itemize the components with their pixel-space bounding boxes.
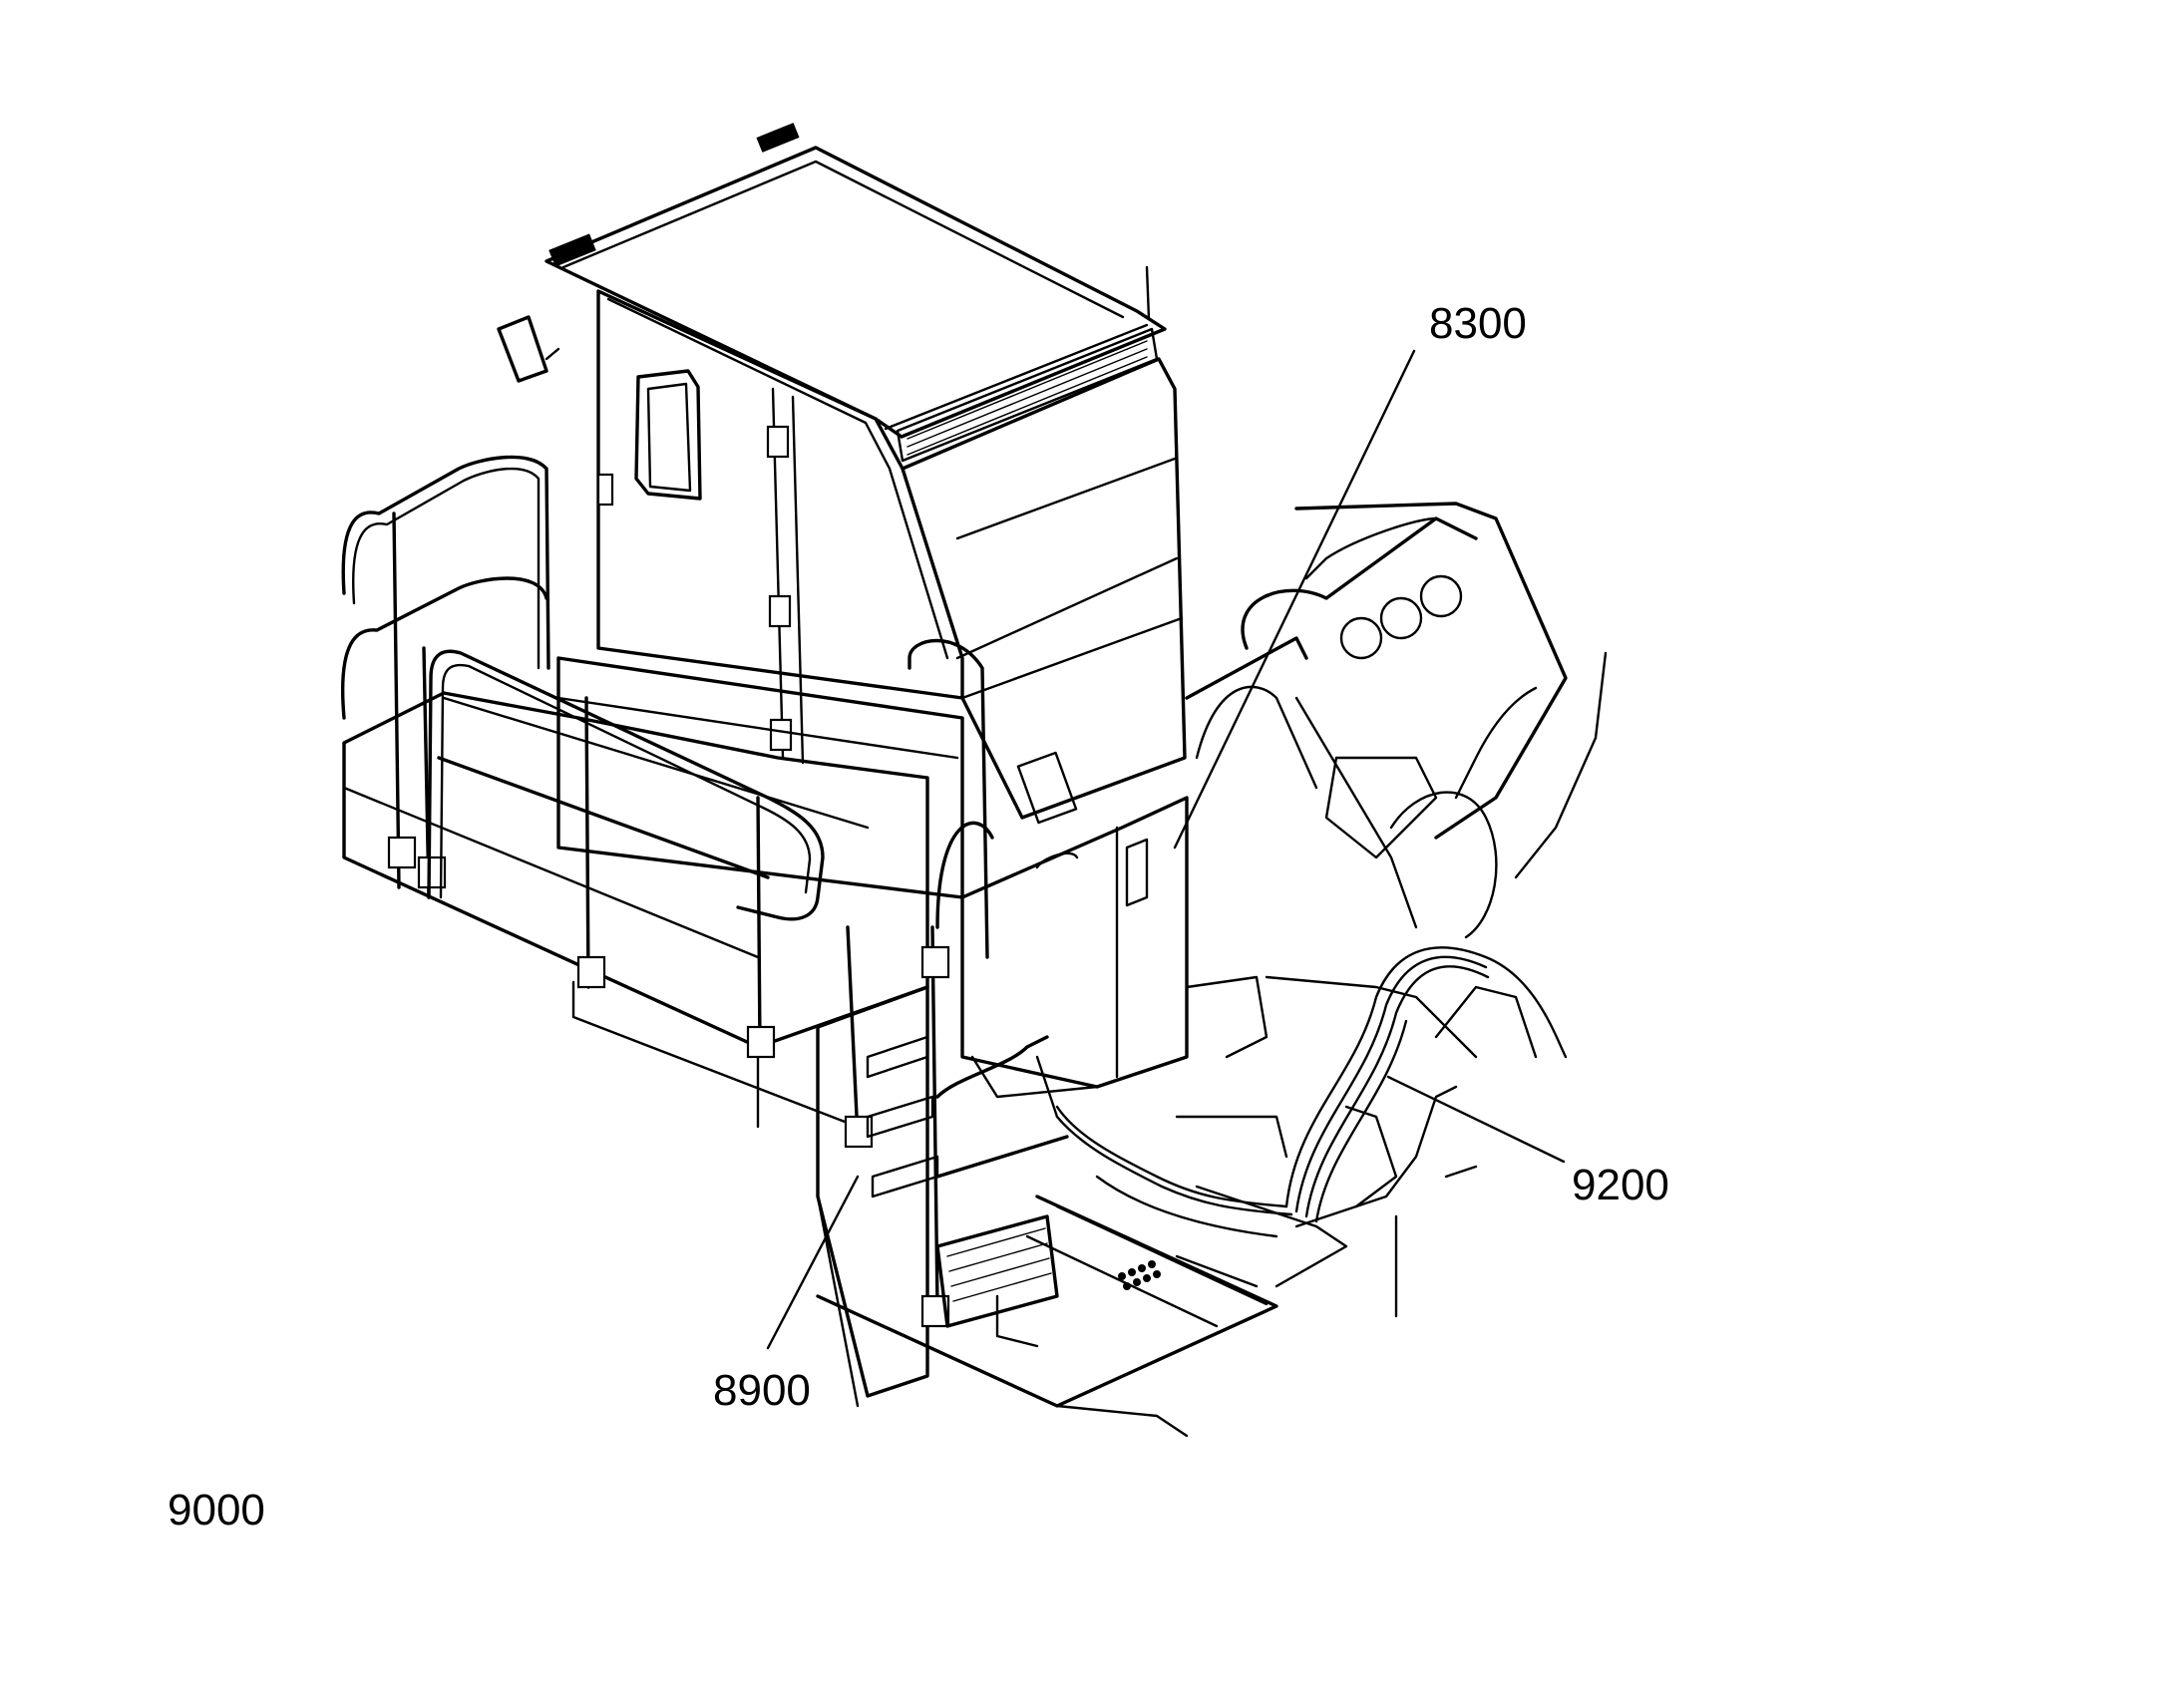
machine-frame [1175,502,1608,1318]
hydraulic-hoses [1055,946,1568,1238]
walkway-platform [342,691,929,1408]
stair-handrail [844,638,1069,1328]
operator-cab [497,123,1187,899]
front-handrail [427,649,825,1059]
leader-line-8900 [766,1175,860,1350]
callout-9000: 9000 [168,1486,265,1535]
control-console [960,796,1189,1119]
left-handrail [341,455,550,899]
leader-line-9200 [1386,1075,1566,1164]
leader-lines [766,349,1566,1350]
access-steps [866,1035,1059,1328]
callout-9200[interactable]: 9200 [1572,1161,1669,1209]
callout-8900[interactable]: 8900 [713,1366,811,1415]
lower-frame-rail [816,1195,1278,1438]
leader-line-8300 [1173,349,1416,850]
callout-8300[interactable]: 8300 [1429,299,1527,348]
